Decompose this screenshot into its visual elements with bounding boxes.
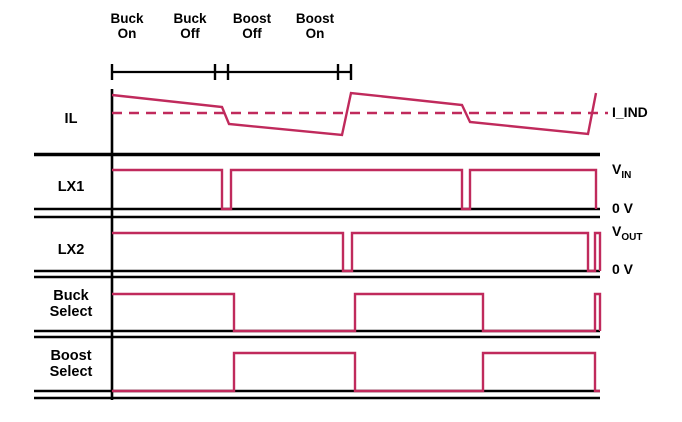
waveform-boost-select [112, 351, 600, 393]
right-label-0-v: 0 V [612, 200, 634, 216]
row-label-line: LX2 [57, 242, 85, 258]
phase-label-line2: On [305, 25, 325, 41]
right-label-subscript: OUT [621, 231, 643, 243]
right-label-subscript: IN [621, 169, 632, 181]
phase-label-line2: On [117, 25, 137, 41]
row-label-line: Buck [53, 288, 89, 304]
row-label-line: IL [64, 111, 78, 127]
phase-label-line1: Boost [232, 11, 272, 26]
waveform-buck-select [112, 292, 602, 333]
row-label-line: LX1 [57, 179, 85, 195]
phase-label-line1: Buck [110, 11, 144, 26]
row-label-line: Select [49, 363, 93, 380]
row-label-lx2: LX2 [34, 242, 108, 259]
right-label-base: V [612, 223, 622, 239]
row-label-il: IL [34, 111, 108, 128]
right-label-v-in: VIN [612, 161, 632, 182]
right-label-i-ind: I_IND [612, 104, 648, 120]
phase-label-line1: Buck [173, 11, 207, 26]
right-label-0-v: 0 V [612, 261, 634, 277]
row-separators [34, 153, 600, 400]
waveform-il [111, 91, 598, 137]
row-label-lx1: LX1 [34, 179, 108, 196]
phase-label-line2: Off [242, 25, 262, 41]
waveform-traces [34, 91, 608, 393]
waveform-lx1 [112, 168, 598, 211]
phase-label-line2: Off [180, 25, 200, 41]
phase-label-line1: Boost [295, 11, 335, 26]
right-label-v-out: VOUT [612, 223, 643, 244]
row-label-line: Select [49, 303, 93, 320]
waveform-lx2 [112, 231, 602, 273]
right-label-base: V [612, 161, 622, 177]
phase-ruler [110, 64, 353, 80]
row-label-line: Boost [50, 348, 92, 364]
